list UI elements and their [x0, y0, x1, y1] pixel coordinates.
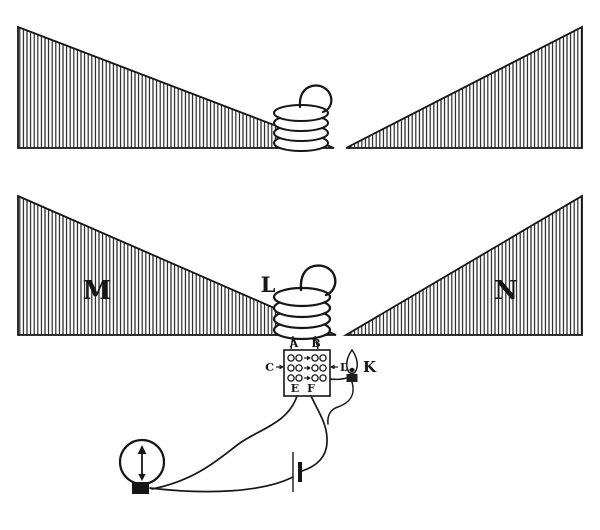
- needle-arrowhead-up: [137, 445, 147, 454]
- bottom-right-plate: [342, 194, 583, 336]
- battery: [292, 452, 302, 492]
- bottom-left-plate: [17, 194, 337, 336]
- galvanometer-base: [132, 482, 149, 494]
- post-d-label: D: [340, 361, 350, 374]
- lamp-filament: [349, 367, 355, 373]
- bottom-assembly: M N L: [17, 194, 583, 341]
- lamp-bulb: [346, 348, 358, 375]
- bottom-coil: [272, 264, 337, 341]
- lamp-label: K: [363, 358, 377, 376]
- inner-arrows: [304, 355, 311, 381]
- top-assembly: [17, 25, 583, 152]
- post-c-label: C: [265, 361, 274, 374]
- wire-lamp-return: [327, 381, 354, 425]
- lamp: K: [346, 348, 377, 382]
- lamp-base: [346, 374, 358, 382]
- lead-post-a: [290, 335, 294, 350]
- right-plate-label: N: [494, 276, 518, 306]
- side-arrow-d: [330, 364, 338, 370]
- top-coil-hook: [298, 84, 333, 114]
- left-plate-label: M: [83, 276, 112, 306]
- top-coil: [273, 84, 333, 152]
- wire-left-lead: [151, 395, 298, 490]
- wire-battery-to-galvanometer: [149, 476, 294, 493]
- post-a-label: A: [289, 337, 299, 350]
- wire-right-lead: [301, 395, 328, 472]
- contact-circles: [287, 354, 327, 382]
- detector-circuit: A B C D E F K: [118, 335, 377, 494]
- post-f-label: F: [307, 382, 315, 395]
- galvanometer: [118, 438, 166, 494]
- contact-box: A B C D E F: [265, 337, 350, 397]
- needle-arrowhead-down: [138, 474, 146, 481]
- post-b-label: B: [311, 337, 320, 350]
- bottom-coil-hook: [299, 264, 337, 297]
- wire-lamp-feed: [329, 377, 348, 381]
- top-left-plate: [17, 25, 335, 149]
- top-right-plate: [345, 25, 583, 149]
- coil-label: L: [261, 272, 276, 297]
- side-arrow-c: [276, 364, 284, 370]
- lead-post-b: [314, 335, 319, 350]
- post-e-label: E: [291, 382, 299, 395]
